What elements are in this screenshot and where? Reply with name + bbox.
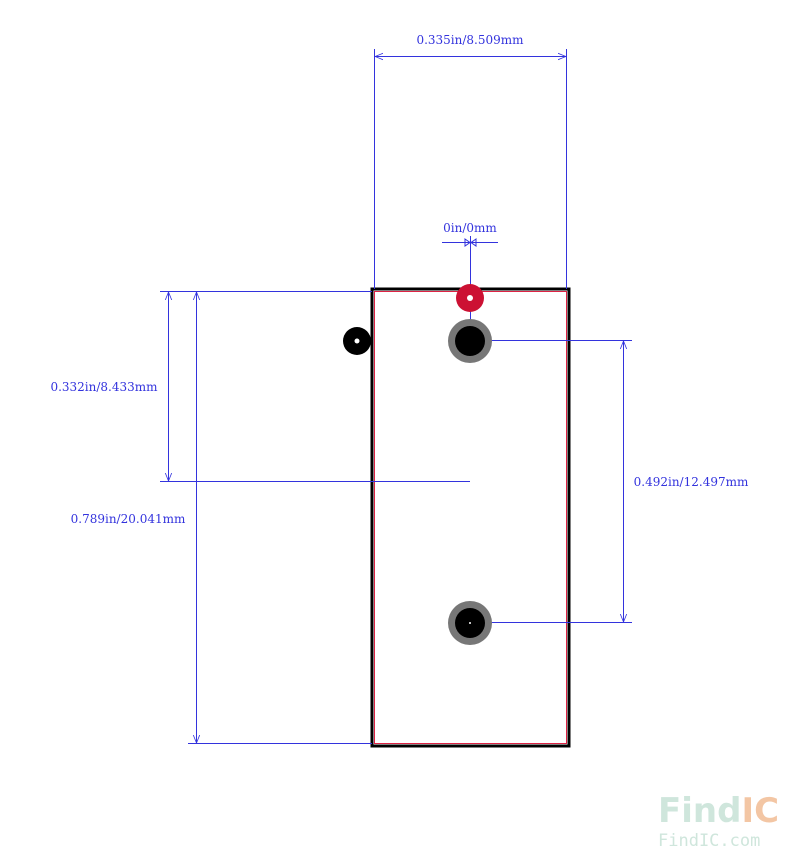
pad-2 xyxy=(448,601,492,645)
width-label: 0.335in/8.509mm xyxy=(416,33,524,47)
watermark-find: Find xyxy=(658,791,741,831)
pad-2-center-dot xyxy=(469,622,471,624)
center-offset-label: 0in/0mm xyxy=(443,221,497,235)
origin-marker-icon xyxy=(456,284,484,312)
pin-pitch-label: 0.492in/12.497mm xyxy=(634,475,749,489)
pin-pitch-dimension: 0.492in/12.497mm xyxy=(470,340,749,623)
pad-1-hole xyxy=(455,326,485,356)
pin1-to-center-label: 0.332in/8.433mm xyxy=(50,380,158,394)
center-offset-arrows xyxy=(464,238,477,247)
watermark-site: FindIC.com xyxy=(658,831,760,851)
width-dimension: 0.335in/8.509mm xyxy=(374,33,567,289)
pad-1 xyxy=(448,319,492,363)
length-dimensions: 0.332in/8.433mm 0.789in/20.041mm xyxy=(50,291,470,744)
origin-marker-center xyxy=(467,295,473,301)
watermark-ic: IC xyxy=(741,791,779,831)
pin1-indicator-icon xyxy=(343,327,371,355)
body-length-label: 0.789in/20.041mm xyxy=(71,512,186,526)
watermark: FindIC FindIC.com xyxy=(658,791,779,851)
watermark-logo: FindIC xyxy=(658,791,779,831)
pin1-indicator-center xyxy=(354,338,360,344)
